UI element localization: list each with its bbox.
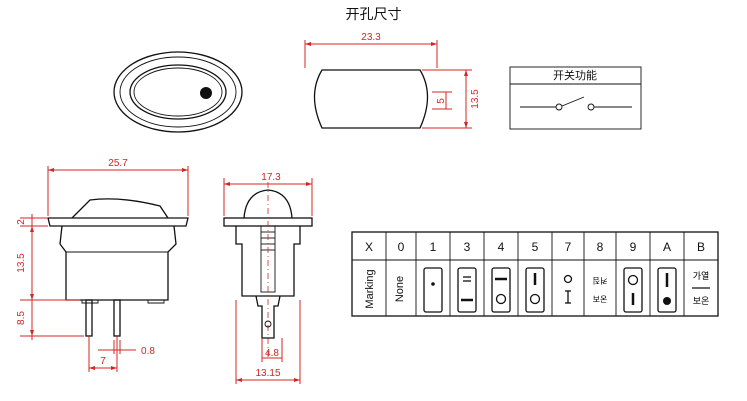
function-box: 开关功能 [509, 66, 642, 130]
korean-bottom-8: 보온 [593, 295, 608, 304]
symbol-box-1 [423, 267, 443, 313]
table-header-cell: X [365, 240, 373, 254]
drawing-title: 开孔尺寸 [345, 7, 402, 23]
table-header-cell: 0 [398, 240, 405, 254]
dot-icon [431, 282, 435, 286]
dim-front-width: 17.3 [261, 172, 281, 183]
table-header-cell: 1 [430, 240, 437, 254]
dim-side-pin: 0.8 [141, 346, 155, 357]
dim-side-width: 25.7 [108, 158, 128, 169]
switch-side-view: 25.7 2 13.5 8.5 7 0.8 [16, 158, 189, 372]
symbol-box-5 [525, 267, 545, 313]
table-header-cell: A [663, 240, 671, 254]
table-header-cell: 5 [532, 240, 539, 254]
table-header-cell: 3 [464, 240, 471, 254]
marking-row-label: Marking [364, 269, 376, 308]
cutout-view: 23.3 13.5 5 [304, 32, 481, 129]
table-header-cell: 8 [597, 240, 604, 254]
table-header-cell: 4 [498, 240, 505, 254]
symbol-box-A [657, 267, 677, 313]
dim-cutout-inner: 5 [436, 98, 447, 104]
korean-top-B: 가열 [693, 271, 710, 281]
table-header-cell: 9 [630, 240, 637, 254]
table-header-cell: 7 [565, 240, 572, 254]
dim-front-base: 13.15 [255, 368, 280, 379]
switch-top-view [113, 51, 243, 133]
none-label: None [394, 276, 406, 302]
function-box-label: 开关功能 [553, 68, 597, 82]
indicator-dot-icon [200, 87, 212, 99]
korean-top-8: 켜짐 [593, 276, 608, 286]
dim-side-terminal: 8.5 [16, 311, 27, 325]
korean-bottom-B: 보온 [693, 296, 710, 306]
dim-side-top: 2 [16, 219, 27, 225]
table-header-cell: B [697, 240, 705, 254]
table-header-row: X 0 1 3 4 5 7 8 9 A B [365, 240, 705, 254]
switch-front-view: 17.3 4.8 13.15 [223, 172, 313, 384]
marking-table: X 0 1 3 4 5 7 8 9 A B Marking None 켜짐 보온 가열 보온 [351, 231, 719, 317]
dim-side-body: 13.5 [16, 253, 27, 273]
dim-front-terminal: 4.8 [265, 348, 279, 359]
dim-cutout-width: 23.3 [361, 32, 381, 43]
dim-side-pitch: 7 [100, 356, 106, 367]
symbol-7-o [563, 274, 573, 284]
symbol-box-9 [623, 267, 643, 313]
symbol-box-3 [457, 267, 477, 313]
dim-cutout-height: 13.5 [470, 89, 481, 109]
symbol-box-4 [491, 267, 511, 313]
